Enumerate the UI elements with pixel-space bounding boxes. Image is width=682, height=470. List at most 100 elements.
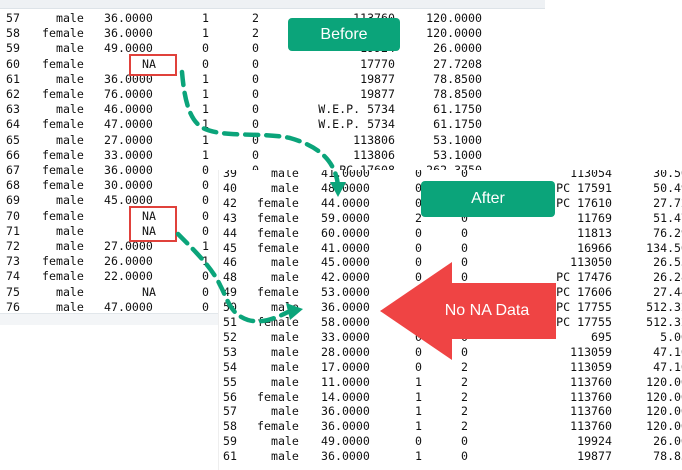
sibsp-cell: 0	[415, 359, 422, 374]
fare-cell: 76.291	[653, 225, 682, 240]
sex-cell: male	[257, 270, 299, 285]
sibsp-cell: 2	[415, 210, 422, 225]
row-index: 48	[223, 270, 237, 285]
sex-cell: female	[42, 178, 84, 193]
sex-cell: male	[42, 239, 84, 253]
sibsp-cell: 0	[415, 170, 422, 180]
age-cell: 30.0000	[104, 178, 153, 193]
ticket-cell: 16966	[577, 240, 612, 255]
parch-cell: 2	[252, 26, 259, 41]
dash-arrow-na70-head	[286, 303, 303, 320]
fare-cell: 120.0000	[426, 26, 482, 41]
fare-cell: 61.1750	[433, 117, 482, 132]
parch-cell: 0	[461, 434, 468, 449]
age-cell: NA	[142, 56, 156, 71]
row-index: 39	[223, 170, 237, 180]
fare-cell: 26.550	[653, 255, 682, 270]
age-cell: 36.0000	[321, 300, 370, 315]
row-index: 51	[223, 315, 237, 329]
row-index: 42	[223, 195, 237, 210]
sex-cell: female	[257, 195, 299, 210]
ticket-cell: 695	[591, 329, 612, 344]
sex-cell: male	[42, 41, 84, 56]
sibsp-cell: 0	[202, 208, 209, 223]
fare-cell: 27.445	[653, 285, 682, 300]
parch-cell: 0	[461, 225, 468, 240]
fare-cell: 120.000	[646, 389, 682, 404]
parch-cell: 0	[252, 41, 259, 56]
fare-cell: 120.000	[646, 374, 682, 389]
age-cell: 33.0000	[321, 329, 370, 344]
fare-cell: 51.479	[653, 210, 682, 225]
age-cell: 36.0000	[321, 419, 370, 434]
sibsp-cell: 1	[202, 102, 209, 117]
sex-cell: male	[42, 284, 84, 299]
row-index: 63	[6, 102, 20, 117]
fare-cell: 512.329	[646, 300, 682, 315]
ticket-cell: PC 17610	[556, 195, 612, 210]
age-cell: 44.0000	[321, 195, 370, 210]
row-index: 56	[223, 389, 237, 404]
sibsp-cell: 0	[415, 225, 422, 240]
sex-cell: female	[257, 285, 299, 300]
age-cell: 45.0000	[321, 255, 370, 270]
age-cell: 36.0000	[321, 449, 370, 464]
row-index: 59	[6, 41, 20, 56]
row-index: 57	[6, 11, 20, 25]
sibsp-cell: 1	[202, 71, 209, 86]
ticket-cell: 17770	[360, 56, 395, 71]
sex-cell: male	[42, 132, 84, 147]
ticket-cell: 113760	[570, 419, 612, 434]
ticket-cell: PC 17476	[556, 270, 612, 285]
age-cell: NA	[142, 223, 156, 238]
row-index: 46	[223, 255, 237, 270]
fare-cell: 26.0000	[433, 41, 482, 56]
row-index: 55	[223, 374, 237, 389]
sibsp-cell: 1	[415, 419, 422, 434]
fare-cell: 47.100	[653, 359, 682, 374]
sibsp-cell: 0	[202, 269, 209, 284]
parch-cell: 0	[461, 344, 468, 359]
parch-cell: 0	[252, 71, 259, 86]
sibsp-cell: 1	[202, 26, 209, 41]
before-panel-top-strip	[0, 0, 545, 9]
sex-cell: female	[42, 117, 84, 132]
sex-cell: male	[257, 255, 299, 270]
ticket-cell: 113059	[570, 359, 612, 374]
row-index: 75	[6, 284, 20, 299]
fare-cell: 78.850	[653, 449, 682, 464]
sibsp-cell: 0	[202, 193, 209, 208]
fare-cell: 53.1000	[433, 147, 482, 162]
fare-cell: 78.8500	[433, 71, 482, 86]
sex-cell: male	[257, 434, 299, 449]
sibsp-cell: 0	[202, 284, 209, 299]
sex-cell: male	[42, 102, 84, 117]
row-index: 64	[6, 117, 20, 132]
sex-cell: female	[42, 26, 84, 41]
age-cell: 53.0000	[321, 285, 370, 300]
fare-cell: 512.329	[646, 315, 682, 329]
sex-cell: male	[42, 299, 84, 314]
sex-cell: female	[42, 87, 84, 101]
parch-cell: 2	[461, 389, 468, 404]
parch-cell: 0	[461, 270, 468, 285]
parch-cell: 0	[461, 170, 468, 180]
parch-cell: 2	[461, 374, 468, 389]
sibsp-cell: 1	[415, 389, 422, 404]
sibsp-cell: 0	[202, 223, 209, 238]
sibsp-cell: 0	[415, 195, 422, 210]
sex-cell: female	[42, 56, 84, 71]
sibsp-cell: 1	[202, 87, 209, 101]
sex-cell: male	[257, 449, 299, 464]
